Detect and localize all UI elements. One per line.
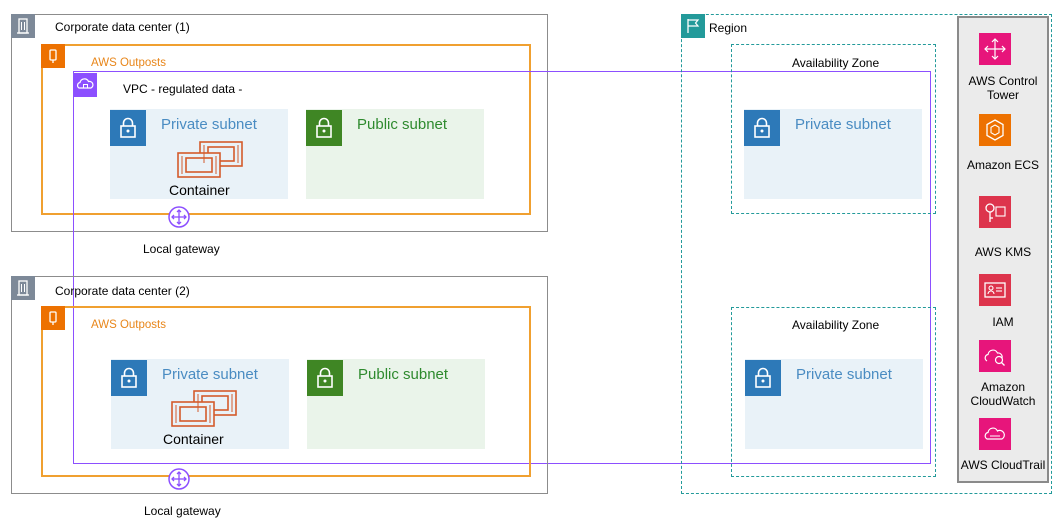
local-gateway-1-label: Local gateway (143, 242, 220, 256)
outposts-icon (41, 44, 65, 68)
ecs-icon (979, 114, 1011, 146)
service-label: Amazon CloudWatch (970, 380, 1036, 408)
corporate-dc-2-title: Corporate data center (2) (55, 284, 190, 298)
service-label: Amazon ECS (966, 158, 1040, 172)
az2-private-subnet-title: Private subnet (796, 366, 892, 383)
public-subnet-lock-icon (306, 110, 342, 146)
private-subnet-lock-icon (744, 110, 780, 146)
cloudwatch-icon (979, 340, 1011, 372)
dc2-container-label: Container (163, 431, 224, 447)
outposts-2-group (41, 306, 531, 477)
availability-zone-1 (731, 44, 936, 214)
private-subnet-lock-icon (110, 110, 146, 146)
vpc-title: VPC - regulated data - (123, 82, 243, 96)
region-title: Region (709, 21, 748, 35)
cloudtrail-icon (979, 418, 1011, 450)
az-1-title: Availability Zone (792, 56, 880, 70)
local-gateway-icon (168, 206, 190, 228)
kms-icon (979, 196, 1011, 228)
dc1-private-subnet-title: Private subnet (161, 116, 257, 133)
service-label: IAM (992, 315, 1014, 329)
region-group (681, 14, 1052, 494)
dc1-container-label: Container (169, 182, 230, 198)
private-subnet-lock-icon (745, 360, 781, 396)
local-gateway-2-label: Local gateway (144, 504, 221, 518)
local-gateway-icon (168, 468, 190, 490)
dc2-public-subnet-title: Public subnet (358, 366, 449, 383)
container-icon (177, 141, 243, 178)
iam-icon (979, 274, 1011, 306)
dc1-public-subnet-title: Public subnet (357, 116, 448, 133)
region-flag-icon (681, 14, 705, 38)
corporate-building-icon (11, 276, 35, 300)
outposts-icon (41, 306, 65, 330)
corporate-dc-2-group (11, 276, 548, 494)
corporate-dc-1-group (11, 14, 548, 232)
outposts-2-title: AWS Outposts (91, 319, 166, 331)
vpc-icon (73, 73, 97, 97)
public-subnet-lock-icon (307, 360, 343, 396)
services-panel: AWS Control Tower Amazon ECS AWS KMS IAM… (957, 16, 1049, 483)
corporate-dc-1-title: Corporate data center (1) (55, 20, 190, 34)
outposts-1-group (41, 44, 531, 215)
dc2-private-subnet-title: Private subnet (162, 366, 258, 383)
availability-zone-2 (731, 307, 936, 477)
corporate-building-icon (11, 14, 35, 38)
service-label: AWS KMS (974, 245, 1032, 259)
container-icon (171, 390, 237, 427)
service-label: AWS Control Tower (968, 74, 1038, 102)
service-label: AWS CloudTrail (960, 458, 1046, 472)
private-subnet-lock-icon (111, 360, 147, 396)
az1-private-subnet-title: Private subnet (795, 116, 891, 133)
outposts-1-title: AWS Outposts (91, 57, 166, 69)
vpc-group (73, 71, 931, 464)
az-2-title: Availability Zone (792, 318, 880, 332)
control-tower-icon (979, 33, 1011, 65)
